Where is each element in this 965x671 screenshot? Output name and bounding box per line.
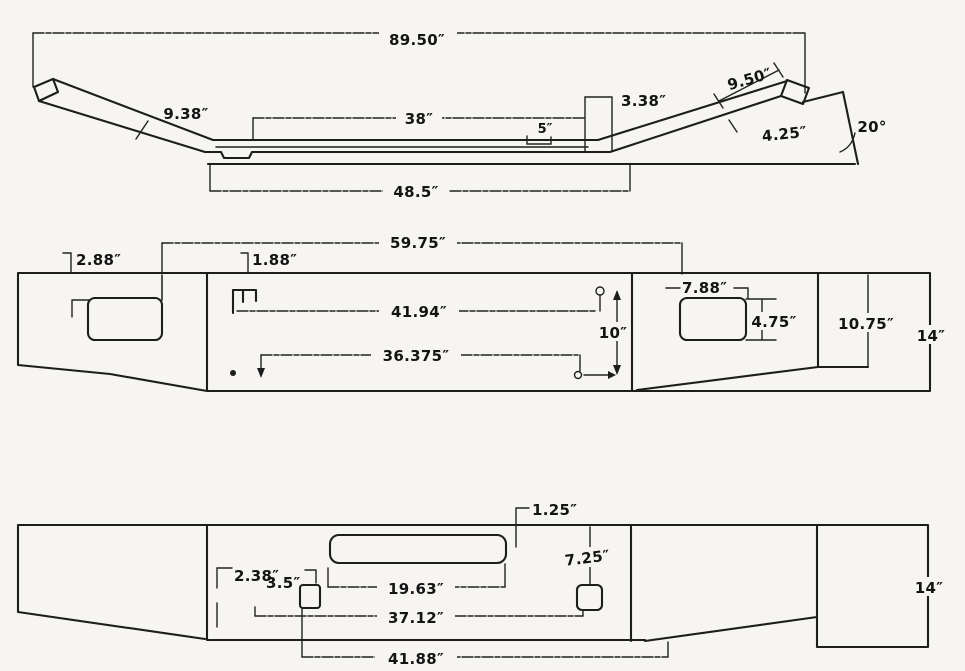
bar-left-end-cap (32, 77, 60, 103)
dim-left-slope: 9.38″ (163, 105, 208, 123)
right-bolt-block (575, 583, 604, 612)
dim-bottom-end-height: 14″ (915, 579, 943, 597)
dim-bolt-row-gap: 10″ (599, 324, 627, 342)
dim-bend-angle: 20° (857, 118, 886, 136)
dim-top-overall-width: 89.50″ (389, 31, 445, 49)
dim-base-width: 48.5″ (393, 183, 438, 201)
front-outline (16, 271, 932, 393)
bar-bottom-edge (37, 94, 783, 160)
dim-bolt-offset: 2.38″ (234, 567, 279, 585)
dim-slot-drop: 7.25″ (564, 546, 611, 569)
bend-flap (801, 90, 860, 166)
dim-lower-bolt-span: 36.375″ (383, 347, 450, 365)
winch-slot (328, 533, 508, 565)
dim-slot-offset: 1.25″ (532, 501, 577, 519)
dim-setback: 3.38″ (621, 92, 666, 110)
dim-step-height: 10.75″ (838, 315, 894, 333)
dim-step: 5″ (538, 122, 553, 137)
top-profile-view: 89.50″ 9.38″ 38″ 3.38″ 5″ 48. (32, 27, 886, 201)
dim-inner-offset: 1.88″ (252, 251, 297, 269)
upper-bolt-hole (595, 286, 605, 296)
dim-bolt-span: 37.12″ (388, 609, 444, 627)
bar-top-edge (51, 77, 789, 142)
right-cutout (678, 296, 748, 342)
bottom-outline (16, 523, 930, 649)
dim-end-slope: 4.25″ (761, 123, 808, 146)
arrowhead-right (608, 371, 616, 379)
dim-slot-width: 19.63″ (388, 580, 444, 598)
bolt-dot (230, 370, 236, 376)
dim-cutout-offset: 7.88″ (682, 279, 727, 297)
dim-cutout-height: 4.75″ (751, 313, 796, 331)
arrowhead-down (257, 368, 265, 378)
cutout-corner-mark (231, 288, 258, 315)
dim-front-overall-height: 14″ (917, 327, 945, 345)
angle-arc (839, 132, 856, 153)
lower-bolt-hole (573, 370, 583, 380)
dim-center-width: 38″ (405, 110, 433, 128)
dim-front-overall-width: 59.75″ (390, 234, 446, 252)
dim-left-offset: 2.88″ (76, 251, 121, 269)
left-cutout (86, 296, 164, 342)
front-view: 59.75″ 2.88″ 1.88″ 41.94″ 36.375″ (16, 232, 948, 393)
dim-mount-span: 41.88″ (388, 650, 444, 668)
bar-right-end-cap (779, 78, 811, 106)
dim-upper-bolt-span: 41.94″ (391, 303, 447, 321)
bottom-view: 1.25″ 19.63″ 2.38″ 3.5″ 7.25″ 37.12″ 41.… (16, 501, 946, 668)
dim-end-width: 9.50″ (725, 64, 773, 94)
dim-bolt-gap: 3.5″ (266, 574, 300, 592)
left-bolt-block (298, 583, 322, 610)
